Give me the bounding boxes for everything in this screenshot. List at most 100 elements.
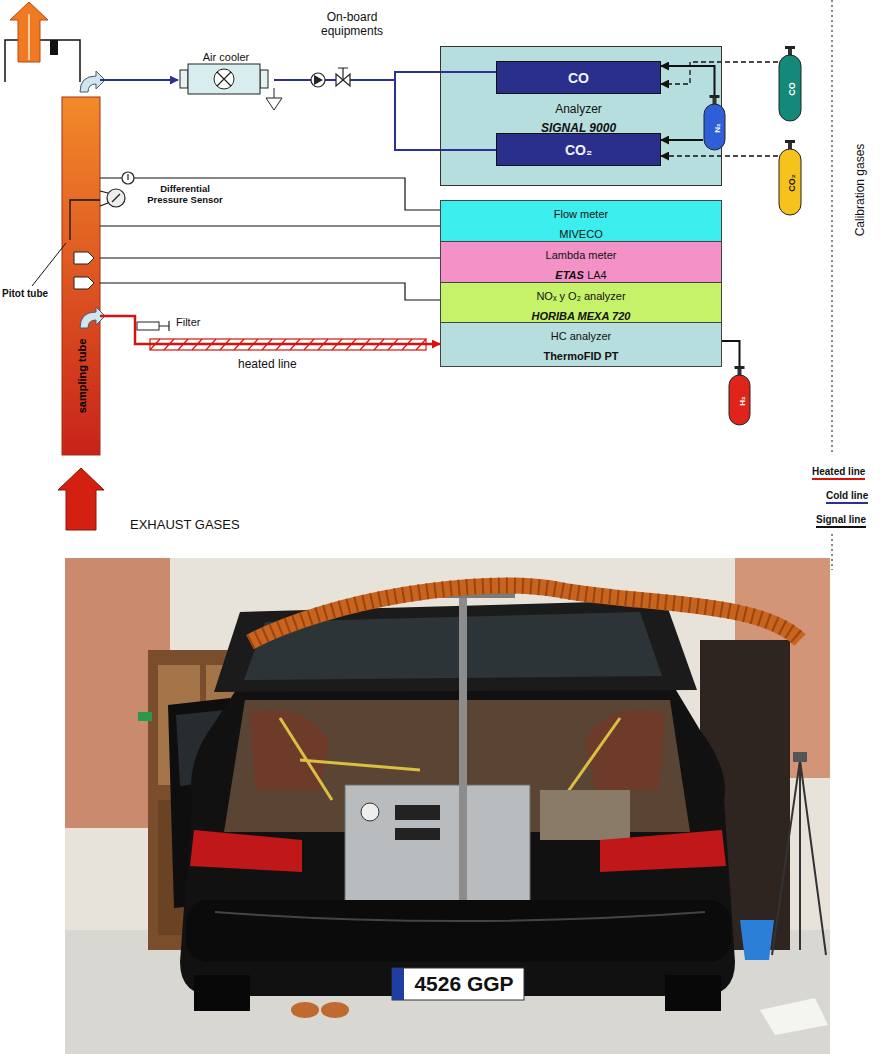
bottle-valve-handle — [785, 140, 795, 143]
temperature-sensor — [122, 172, 134, 184]
legend-line-sample — [816, 526, 866, 528]
sensor-cell: CO — [496, 61, 661, 94]
group-label: Calibration gases — [853, 144, 867, 237]
text-line: N₂ — [705, 123, 724, 132]
instrument-box: HC analyzerThermoFID PT — [440, 322, 722, 367]
photo-hatch — [214, 600, 697, 692]
legend-line-sample — [826, 502, 868, 504]
part-label: Filter — [176, 316, 200, 328]
drain — [266, 98, 282, 110]
node-text: CO — [787, 82, 797, 96]
coil-hatch — [150, 339, 426, 350]
coil-outline — [150, 339, 426, 350]
photo-exhaust-pipe — [291, 1002, 319, 1018]
text-line: ThermoFID PT — [543, 345, 618, 364]
separator — [832, 0, 833, 455]
connector — [274, 72, 496, 80]
sampling-tube: sampling tube — [62, 97, 100, 455]
clamp — [50, 40, 58, 55]
connector — [661, 155, 778, 156]
bottle-body — [729, 375, 750, 425]
text-line: HORIBA MEXA 720 — [532, 305, 631, 324]
node-text: MIVECO — [559, 228, 602, 240]
node-text: Air cooler — [203, 51, 249, 63]
legend-line-sample — [812, 478, 865, 480]
text-line: CO — [780, 82, 799, 96]
photo-plate — [392, 968, 524, 1000]
connector — [274, 80, 496, 150]
pitot-line — [70, 200, 100, 240]
section-note: On-board equipments — [306, 10, 398, 38]
connector — [661, 62, 778, 84]
photo-bumper — [186, 900, 731, 962]
pressure-sensor — [107, 189, 125, 207]
text-line: H₂ — [730, 396, 749, 405]
connector — [100, 79, 178, 81]
photo-tyre — [194, 975, 250, 1011]
gas-bottle: N₂ — [703, 95, 726, 151]
text-line: CO₂ — [780, 174, 799, 192]
photo-tripod-head — [793, 752, 807, 762]
legend-item: Signal line — [816, 514, 866, 528]
sensor-stub — [100, 203, 108, 206]
text-group: N₂ — [705, 123, 724, 132]
license-plate-text: 4526 GGP — [406, 969, 522, 999]
probe — [74, 252, 94, 264]
photo-display — [395, 805, 440, 820]
node-text: N₂ — [713, 123, 722, 132]
text-group: Flow meterMIVECO — [554, 203, 608, 241]
node-text: Lambda meter — [546, 249, 617, 261]
heated-line-coil — [150, 339, 426, 350]
outlet-bracket — [5, 40, 80, 82]
cooler-stub — [260, 70, 268, 88]
legend-text: Signal line — [816, 514, 866, 525]
exhaust-arrow — [58, 468, 104, 530]
node-text: LA4 — [587, 269, 607, 281]
probe — [74, 277, 94, 289]
outlet-arrow-stripe — [28, 14, 30, 60]
text-group: NOₓ y O₂ analyzerHORIBA MEXA 720 — [532, 285, 631, 323]
sensor-mark — [127, 174, 128, 180]
sampling-tube-body — [62, 97, 100, 455]
pump-triangle — [314, 75, 323, 85]
text-group: CO₂ — [780, 174, 799, 192]
text-line: Analyzer — [496, 98, 661, 117]
instrument-box: Flow meterMIVECO — [440, 200, 722, 245]
photo-car-body — [180, 690, 735, 996]
connector — [100, 257, 440, 258]
sensor-stub — [100, 191, 108, 193]
photo-cables — [540, 790, 630, 840]
photo-hose-ribs — [250, 586, 800, 642]
separator — [832, 534, 833, 570]
connector — [661, 139, 703, 141]
sensor-cell: CO₂ — [496, 133, 661, 166]
photo-exit-sign — [138, 712, 152, 721]
analyzer-box: AnalyzerSIGNAL 9000 CO CO₂ N₂ — [440, 46, 722, 186]
text-line: Flow meter — [554, 203, 608, 222]
text-line: sampling tube — [71, 339, 90, 414]
photo-cloth — [760, 998, 828, 1035]
text-group: AnalyzerSIGNAL 9000 — [496, 98, 661, 136]
photo-hose — [250, 586, 800, 642]
node-text: Flow meter — [554, 208, 608, 220]
photo-bumper-highlight — [215, 912, 705, 921]
cooler-fan — [214, 69, 234, 89]
text-line: HC analyzer — [543, 325, 618, 344]
bottle-valve-handle — [785, 46, 795, 49]
node-text: H₂ — [738, 396, 747, 405]
text-group: CO — [780, 82, 799, 96]
photo-plate-band — [392, 968, 404, 1000]
node-text: NOₓ y O₂ analyzer — [536, 290, 625, 302]
part-label: heated line — [238, 357, 297, 371]
node-text: CO₂ — [787, 174, 797, 192]
part-label: Pitot tube — [2, 288, 48, 299]
node-text: sampling tube — [76, 339, 88, 414]
photo-display — [395, 828, 440, 840]
photo-tripod — [772, 760, 826, 955]
gas-bottle-shape — [703, 95, 726, 151]
legend-item: Heated line — [812, 466, 865, 480]
photo-equipment — [345, 785, 530, 920]
text-line: MIVECO — [554, 223, 608, 242]
photo-tyre — [665, 975, 721, 1011]
